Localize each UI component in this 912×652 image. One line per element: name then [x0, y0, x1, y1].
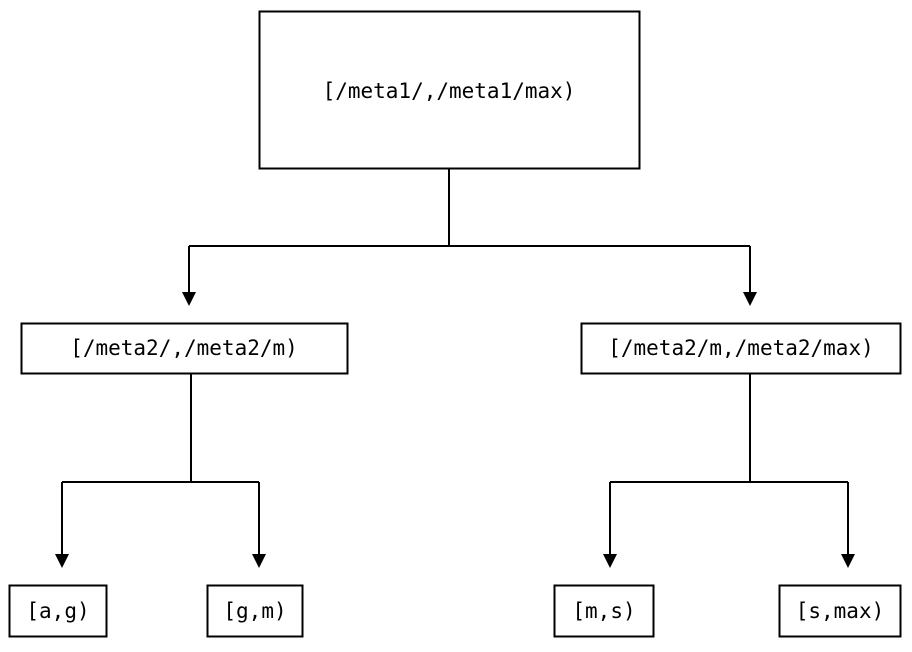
arrowhead-root-to-mid-right — [743, 292, 757, 306]
arrowhead-mid-left-to-leaf2 — [252, 554, 266, 568]
node-leaf-1[interactable]: [a,g) — [8, 584, 108, 638]
node-leaf-3-label: [m,s) — [572, 599, 635, 623]
arrowhead-mid-right-to-leaf4 — [841, 554, 855, 568]
edge-group-mid-right — [603, 374, 855, 568]
node-mid-left[interactable]: [/meta2/,/meta2/m) — [20, 322, 349, 375]
arrowhead-root-to-mid-left — [182, 292, 196, 306]
node-leaf-3-box — [553, 584, 655, 638]
edge-group-mid-left — [55, 374, 266, 568]
arrowhead-mid-right-to-leaf3 — [603, 554, 617, 568]
node-leaf-2[interactable]: [g,m) — [206, 584, 304, 638]
node-leaf-2-label: [g,m) — [223, 599, 286, 623]
node-root-box — [258, 10, 641, 170]
node-leaf-4-box — [778, 584, 902, 638]
edge-group-root — [182, 168, 757, 306]
node-root-label: [/meta1/,/meta1/max) — [323, 79, 576, 103]
node-leaf-1-box — [8, 584, 108, 638]
node-leaf-1-label: [a,g) — [26, 599, 89, 623]
node-leaf-2-box — [206, 584, 304, 638]
node-mid-right-box — [580, 322, 902, 375]
arrowhead-mid-left-to-leaf1 — [55, 554, 69, 568]
node-leaf-3[interactable]: [m,s) — [553, 584, 655, 638]
node-root[interactable]: [/meta1/,/meta1/max) — [258, 10, 641, 170]
node-leaf-4[interactable]: [s,max) — [778, 584, 902, 638]
node-mid-right[interactable]: [/meta2/m,/meta2/max) — [580, 322, 902, 375]
node-leaf-4-label: [s,max) — [796, 599, 885, 623]
node-mid-right-label: [/meta2/m,/meta2/max) — [608, 336, 874, 360]
node-mid-left-label: [/meta2/,/meta2/m) — [70, 336, 298, 360]
node-mid-left-box — [20, 322, 349, 375]
